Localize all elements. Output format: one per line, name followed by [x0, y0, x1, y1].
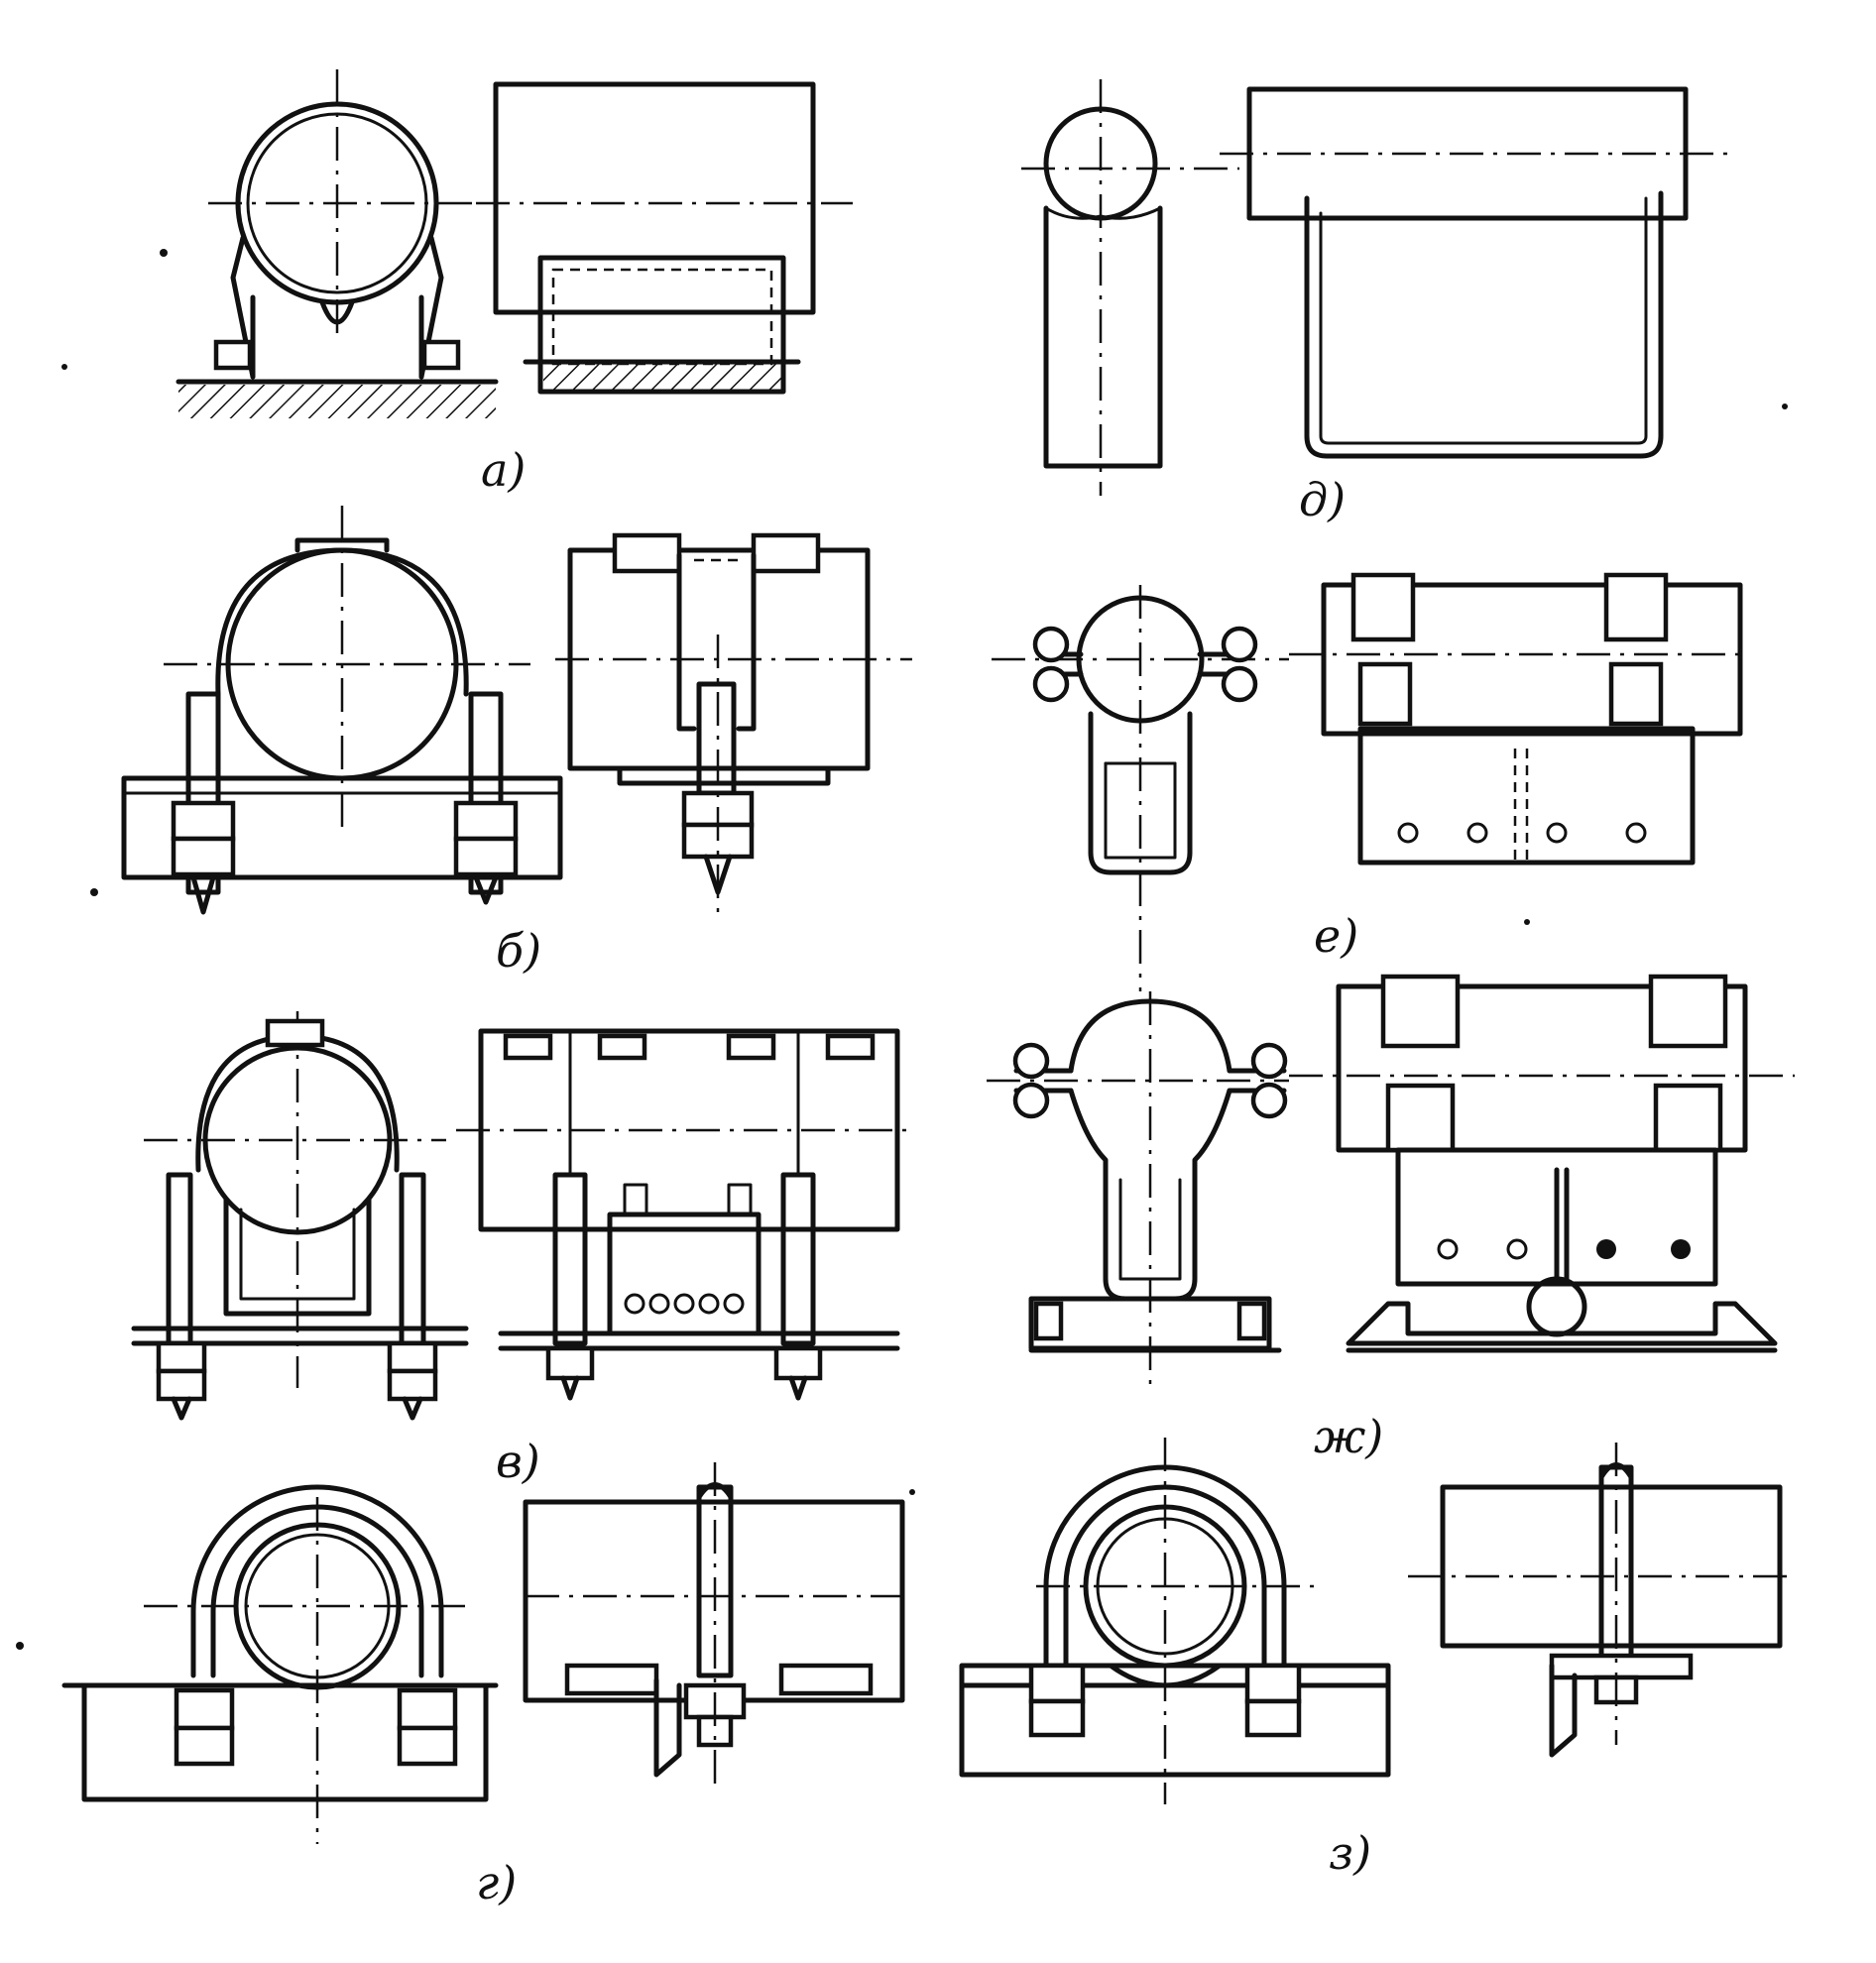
- panel-label-a: а): [481, 443, 526, 497]
- panel-label-b: б): [496, 924, 541, 978]
- panel-label-e: е): [1314, 909, 1358, 963]
- panel-g-support-drawing: [61, 1462, 905, 1844]
- panel-zh-support-drawing: [987, 974, 1795, 1388]
- panel-label-zh: ж): [1314, 1410, 1383, 1463]
- panel-label-v: в): [496, 1435, 540, 1488]
- panel-d-support-drawing: [1021, 79, 1735, 496]
- panel-z-support-drawing: [959, 1438, 1795, 1804]
- panel-v-support-drawing: [131, 1011, 912, 1421]
- panel-label-d: д): [1299, 473, 1346, 526]
- panel-label-z: з): [1329, 1826, 1371, 1880]
- panel-a-support-drawing: [176, 69, 853, 418]
- panel-label-g: г): [476, 1856, 517, 1909]
- panel-b-support-drawing: [121, 506, 912, 917]
- panel-e-support-drawing: [992, 572, 1745, 991]
